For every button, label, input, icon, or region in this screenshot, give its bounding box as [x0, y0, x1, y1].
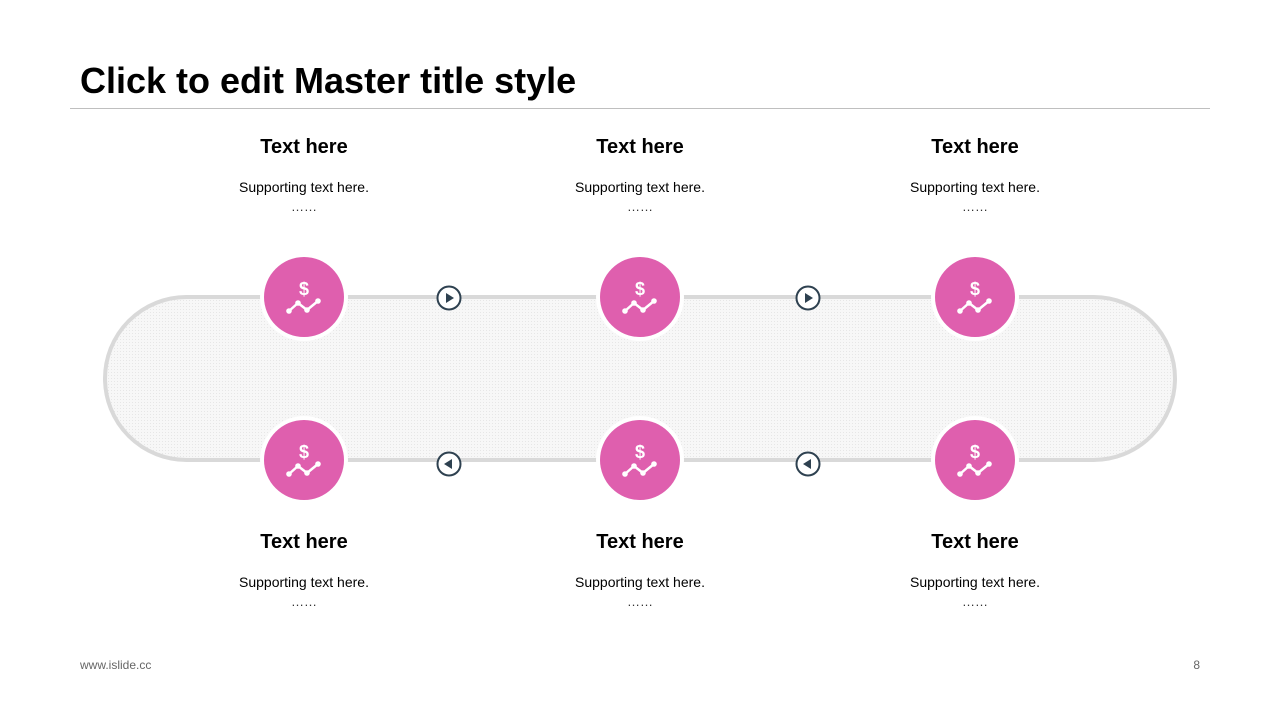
step-support-text[interactable]: Supporting text here. — [910, 179, 1040, 195]
dollar-trend-icon: $ — [622, 279, 657, 314]
step-support-text[interactable]: Supporting text here. — [239, 574, 369, 590]
step-heading[interactable]: Text here — [931, 136, 1019, 158]
step-5-node: $ — [596, 416, 684, 504]
play-left-icon — [795, 451, 821, 477]
play-right-icon — [436, 285, 462, 311]
step-heading[interactable]: Text here — [596, 531, 684, 553]
step-heading[interactable]: Text here — [260, 531, 348, 553]
svg-text:$: $ — [299, 442, 309, 462]
step-ellipsis: …… — [962, 594, 988, 609]
play-left-icon — [436, 451, 462, 477]
step-ellipsis: …… — [627, 594, 653, 609]
step-5-text: Text here Supporting text here. …… — [520, 531, 760, 609]
step-ellipsis: …… — [627, 199, 653, 214]
title-divider — [70, 108, 1210, 109]
step-3-text: Text here Supporting text here. …… — [855, 136, 1095, 214]
play-right-icon — [795, 285, 821, 311]
step-4-node: $ — [260, 416, 348, 504]
dollar-trend-icon: $ — [622, 442, 657, 477]
step-support-text[interactable]: Supporting text here. — [575, 574, 705, 590]
step-4-text: Text here Supporting text here. …… — [184, 531, 424, 609]
step-support-text[interactable]: Supporting text here. — [910, 574, 1040, 590]
step-ellipsis: …… — [962, 199, 988, 214]
page-number: 8 — [1193, 658, 1200, 672]
step-2-text: Text here Supporting text here. …… — [520, 136, 760, 214]
step-ellipsis: …… — [291, 594, 317, 609]
step-support-text[interactable]: Supporting text here. — [575, 179, 705, 195]
dollar-trend-icon: $ — [957, 279, 992, 314]
svg-text:$: $ — [970, 442, 980, 462]
step-heading[interactable]: Text here — [596, 136, 684, 158]
svg-text:$: $ — [635, 442, 645, 462]
footer-url: www.islide.cc — [80, 658, 152, 672]
step-heading[interactable]: Text here — [260, 136, 348, 158]
dollar-trend-icon: $ — [957, 442, 992, 477]
svg-text:$: $ — [970, 279, 980, 299]
step-ellipsis: …… — [291, 199, 317, 214]
step-3-node: $ — [931, 253, 1019, 341]
step-1-text: Text here Supporting text here. …… — [184, 136, 424, 214]
dollar-trend-icon: $ — [286, 279, 321, 314]
step-support-text[interactable]: Supporting text here. — [239, 179, 369, 195]
step-1-node: $ — [260, 253, 348, 341]
dollar-trend-icon: $ — [286, 442, 321, 477]
step-2-node: $ — [596, 253, 684, 341]
page-title[interactable]: Click to edit Master title style — [80, 60, 577, 101]
step-heading[interactable]: Text here — [931, 531, 1019, 553]
svg-text:$: $ — [299, 279, 309, 299]
step-6-node: $ — [931, 416, 1019, 504]
step-6-text: Text here Supporting text here. …… — [855, 531, 1095, 609]
svg-text:$: $ — [635, 279, 645, 299]
